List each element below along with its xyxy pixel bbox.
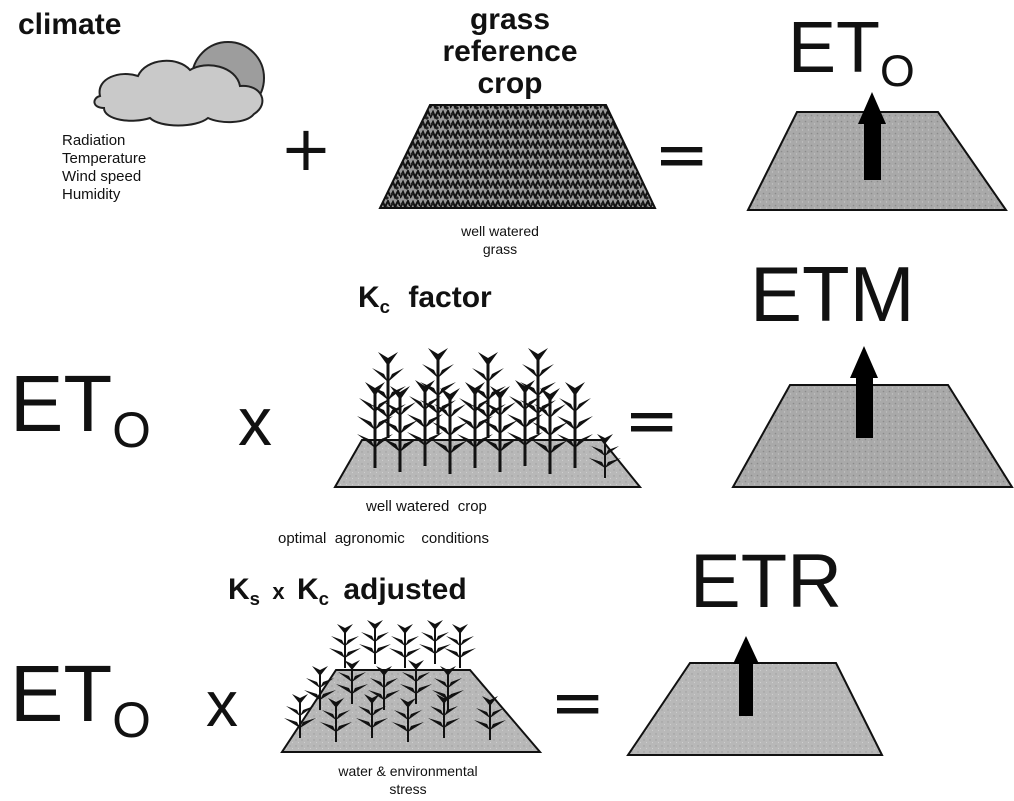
stress-caption-line-1: water & environmental xyxy=(338,763,478,779)
climate-title: climate xyxy=(18,8,122,41)
ks-k: K xyxy=(228,573,250,606)
well-watered-crop-icon xyxy=(333,346,643,488)
kc-k: K xyxy=(358,281,380,314)
upward-arrow-icon-2 xyxy=(850,346,878,438)
etm-result: ETM xyxy=(750,250,915,338)
row3-eto-main: ET xyxy=(10,649,113,738)
grass-reference-crop-title: grass reference crop xyxy=(420,4,600,100)
climate-cloud-sun-icon xyxy=(93,41,265,127)
crop-caption-line-2: optimal agronomic conditions xyxy=(278,530,489,547)
multiply-sign-2: x xyxy=(206,668,238,740)
kc-factor-word: factor xyxy=(408,281,492,314)
upward-arrow-icon-1 xyxy=(858,92,886,180)
climate-factor-radiation: Radiation xyxy=(62,132,126,149)
grass-title-line-3: crop xyxy=(477,67,543,100)
grass-caption-line-2: grass xyxy=(482,241,518,257)
kc-sub: c xyxy=(379,295,391,317)
etr-result: ETR xyxy=(690,539,842,624)
stressed-crop-icon xyxy=(280,619,543,753)
stress-caption-line-2: stress xyxy=(389,781,427,797)
multiply-sign-1: x xyxy=(238,384,272,460)
eto-result-main: ET xyxy=(788,8,881,88)
ks-kc-adjusted-label: Ks x Kc adjusted xyxy=(228,572,467,611)
grass-caption-line-1: well watered xyxy=(461,223,539,239)
grass-reference-crop-icon xyxy=(378,104,657,209)
grass-title-line-1: grass xyxy=(469,3,551,36)
equals-sign-2: = xyxy=(624,382,680,459)
row2-eto: ETO xyxy=(10,360,151,458)
equals-sign-1: = xyxy=(654,116,710,193)
equals-sign-3: = xyxy=(550,664,606,741)
climate-factor-humidity: Humidity xyxy=(62,186,121,203)
grass-title-line-2: reference xyxy=(442,35,578,68)
upward-arrow-icon-3 xyxy=(733,636,759,716)
plus-sign: + xyxy=(280,112,332,185)
evapotranspiration-surface-3 xyxy=(626,662,884,756)
kc2-sub: c xyxy=(318,587,329,609)
grass-caption: well watered grass xyxy=(420,222,580,258)
climate-factors: Radiation Temperature Wind speed Humidit… xyxy=(62,132,146,204)
eto-result-sub: O xyxy=(880,47,915,97)
row3-eto: ETO xyxy=(10,650,151,748)
climate-factor-wind-speed: Wind speed xyxy=(62,168,142,185)
kc2-k: K xyxy=(296,573,319,606)
crop-caption-line-1: well watered crop xyxy=(366,498,487,515)
row2-eto-sub: O xyxy=(112,401,151,458)
row3-eto-sub: O xyxy=(112,691,151,748)
ks-kc-multiply: x xyxy=(272,579,285,604)
eto-result: ETO xyxy=(788,8,915,98)
adjusted-word: adjusted xyxy=(343,573,467,606)
row2-eto-main: ET xyxy=(10,359,113,448)
kc-factor-label: Kc factor xyxy=(358,280,492,319)
climate-factor-temperature: Temperature xyxy=(62,150,147,167)
stress-caption: water & environmental stress xyxy=(278,762,538,798)
ks-sub: s xyxy=(249,587,261,609)
